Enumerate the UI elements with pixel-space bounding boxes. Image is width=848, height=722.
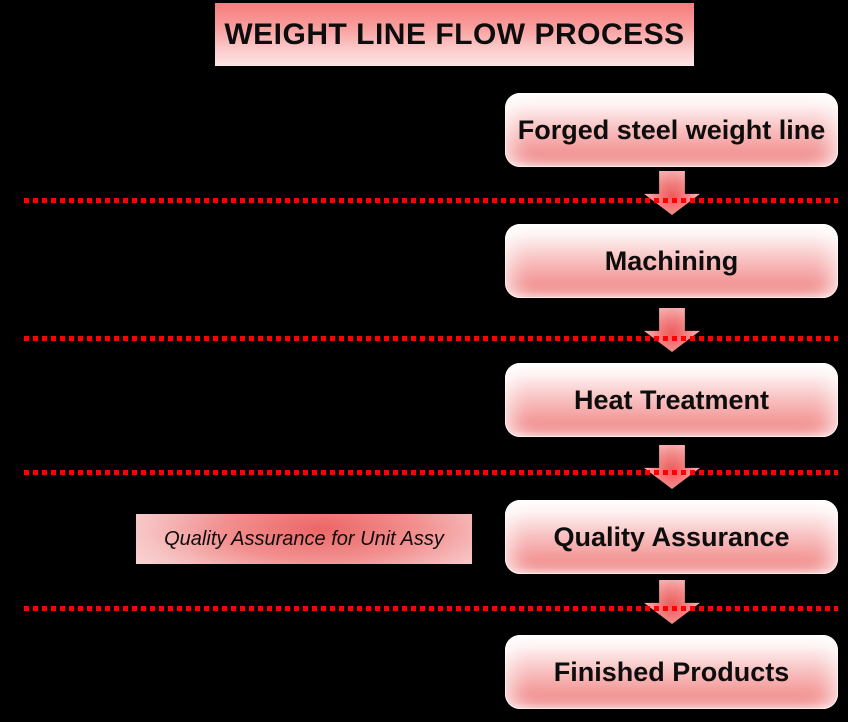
divider-dotted-line xyxy=(24,336,838,341)
down-arrow-icon xyxy=(644,171,700,215)
divider-dotted-line xyxy=(24,198,838,203)
side-note-unit-assy: Quality Assurance for Unit Assy xyxy=(136,514,472,564)
flow-step-quality-assurance: Quality Assurance xyxy=(505,500,838,574)
down-arrow-icon xyxy=(644,580,700,624)
flow-step-heat-treatment: Heat Treatment xyxy=(505,363,838,437)
divider-dotted-line xyxy=(24,470,838,475)
down-arrow-icon xyxy=(644,445,700,489)
divider-dotted-line xyxy=(24,606,838,611)
page-title: WEIGHT LINE FLOW PROCESS xyxy=(215,3,694,66)
flow-step-forged-steel: Forged steel weight line xyxy=(505,93,838,167)
flow-step-machining: Machining xyxy=(505,224,838,298)
down-arrow-icon xyxy=(644,308,700,352)
flow-step-finished-products: Finished Products xyxy=(505,635,838,709)
